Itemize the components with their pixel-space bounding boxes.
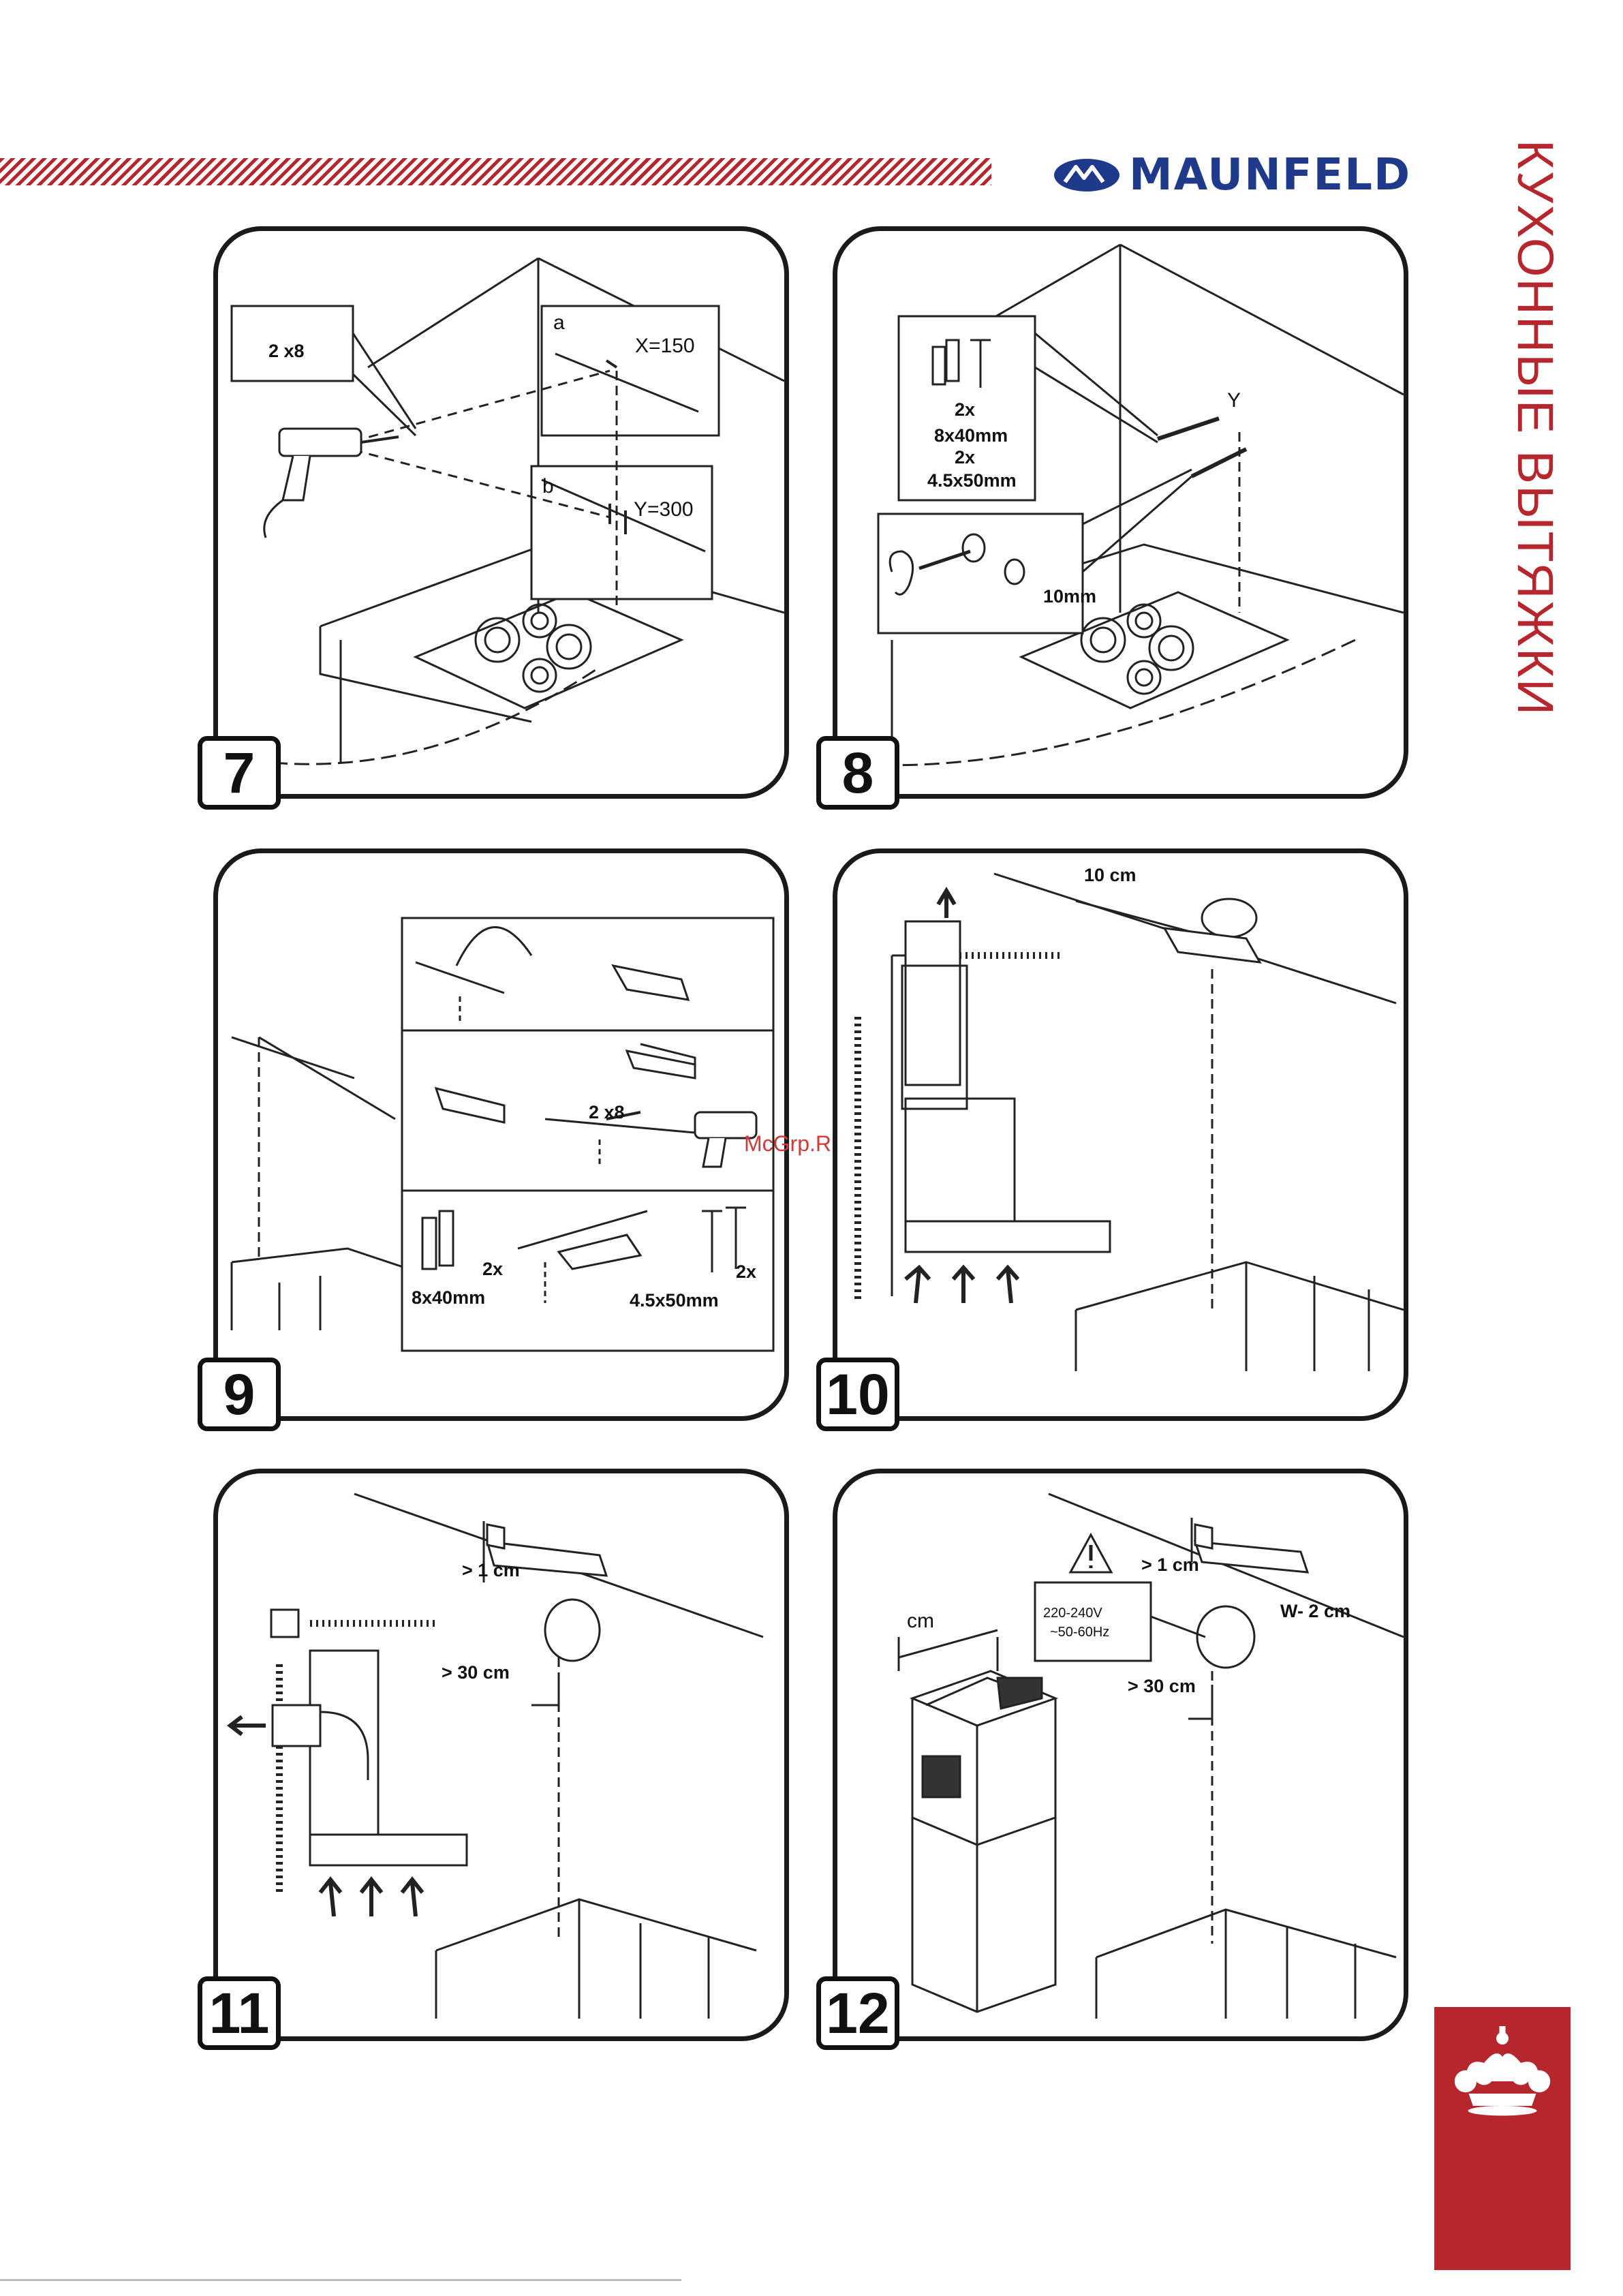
step-10-illustration xyxy=(837,853,1404,1416)
step-10-dist-label: 10 cm xyxy=(1084,866,1137,886)
side-title: КУХОННЫЕ ВЫТЯЖКИ xyxy=(1511,140,1559,617)
bracket-icon xyxy=(1195,1525,1308,1572)
step-7-label-a: a xyxy=(553,311,565,334)
step-8-label-y: Y xyxy=(1227,389,1241,412)
crown-badge xyxy=(1434,2007,1571,2270)
header-hatch-bar xyxy=(0,158,991,185)
maunfeld-logo-icon xyxy=(1053,157,1121,193)
step-12-voltage: 220-240V xyxy=(1043,1606,1102,1621)
step-7-label-b: b xyxy=(542,475,554,498)
step-9-screws-qty: 2x xyxy=(736,1262,756,1283)
step-12-cm-label: cm xyxy=(907,1610,934,1632)
step-8-number: 8 xyxy=(816,736,899,810)
step-12-number: 12 xyxy=(816,1976,899,2050)
watermark: McGrp.Ru xyxy=(744,1131,844,1157)
step-7-box-label: 2 x8 xyxy=(268,341,305,362)
step-7-label-x: X=150 xyxy=(635,335,695,357)
step-9-screws-size: 4.5x50mm xyxy=(630,1291,719,1311)
step-12-gap-top: > 1 cm xyxy=(1141,1555,1199,1576)
step-8-panel: Y 2x 8x40mm 2x 4.5x50mm 10mm xyxy=(833,226,1408,799)
step-8-illustration xyxy=(837,231,1404,794)
step-11-panel: > 1 cm > 30 cm xyxy=(213,1469,789,2041)
step-9-plugs-qty: 2x xyxy=(482,1259,503,1280)
step-7-panel: 2 x8 a X=150 b Y=300 xyxy=(213,226,789,799)
step-12-gap-side: > 30 cm xyxy=(1128,1677,1196,1697)
step-12-illustration xyxy=(837,1473,1404,2036)
step-8-plugs-qty: 2x xyxy=(955,400,975,420)
step-8-screws-qty: 2x xyxy=(955,448,975,468)
step-12-panel: cm 220-240V ~50-60Hz > 1 cm W- 2 cm > 30… xyxy=(833,1469,1408,2041)
wall-plug-icon xyxy=(933,340,959,384)
step-11-gap-side: > 30 cm xyxy=(442,1663,510,1683)
step-8-plugs-size: 8x40mm xyxy=(934,426,1008,446)
step-9-drill-label: 2 x8 xyxy=(589,1103,625,1123)
step-12-w-label: W- 2 cm xyxy=(1280,1602,1350,1622)
brand-name: MAUNFELD xyxy=(1129,153,1411,197)
step-7-illustration xyxy=(218,231,784,794)
brand-logo: MAUNFELD xyxy=(1053,151,1462,199)
step-9-plugs-size: 8x40mm xyxy=(412,1288,485,1308)
step-9-panel: 2 x8 2x 8x40mm 2x 4.5x50mm xyxy=(213,848,789,1421)
step-7-label-y: Y=300 xyxy=(634,498,694,521)
step-10-panel: 10 cm xyxy=(833,848,1408,1421)
step-8-screws-size: 4.5x50mm xyxy=(927,471,1017,491)
drill-icon xyxy=(264,429,399,538)
step-11-number: 11 xyxy=(198,1976,281,2050)
step-10-number: 10 xyxy=(816,1358,899,1431)
warning-icon xyxy=(1070,1535,1111,1572)
step-9-illustration xyxy=(218,853,784,1416)
step-8-gap-label: 10mm xyxy=(1043,587,1096,607)
step-11-illustration xyxy=(218,1473,784,2036)
bottom-rule xyxy=(0,2279,681,2281)
step-7-number: 7 xyxy=(198,736,281,810)
step-12-freq: ~50-60Hz xyxy=(1050,1625,1109,1640)
step-9-number: 9 xyxy=(198,1358,281,1431)
step-11-gap-top: > 1 cm xyxy=(462,1561,520,1581)
crown-icon xyxy=(1441,2014,1564,2137)
